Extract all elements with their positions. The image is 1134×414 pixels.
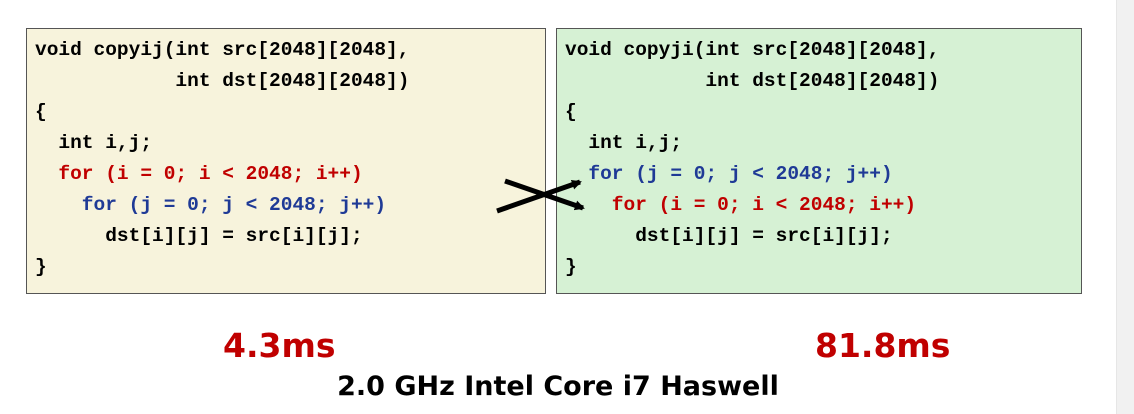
timing-copyji: 81.8ms [815,326,951,365]
scrollbar[interactable] [1116,0,1134,414]
code-line: { [565,101,577,123]
code-line: } [565,256,577,278]
code-line: int dst[2048][2048]) [565,70,940,92]
code-line: dst[i][j] = src[i][j]; [35,225,363,247]
code-line: int i,j; [35,132,153,154]
code-line: void copyij(int src[2048][2048], [35,39,410,61]
outer-loop-line: for (i = 0; i < 2048; i++) [35,163,363,185]
processor-caption: 2.0 GHz Intel Core i7 Haswell [337,371,779,402]
inner-loop-line: for (j = 0; j < 2048; j++) [35,194,387,216]
code-block-copyji: void copyji(int src[2048][2048], int dst… [556,28,1082,294]
code-line: { [35,101,47,123]
outer-loop-line: for (j = 0; j < 2048; j++) [565,163,893,185]
code-line: } [35,256,47,278]
inner-loop-line: for (i = 0; i < 2048; i++) [565,194,917,216]
timing-copyij: 4.3ms [223,326,336,365]
code-line: void copyji(int src[2048][2048], [565,39,940,61]
code-line: dst[i][j] = src[i][j]; [565,225,893,247]
code-line: int dst[2048][2048]) [35,70,410,92]
code-line: int i,j; [565,132,683,154]
code-block-copyij: void copyij(int src[2048][2048], int dst… [26,28,546,294]
